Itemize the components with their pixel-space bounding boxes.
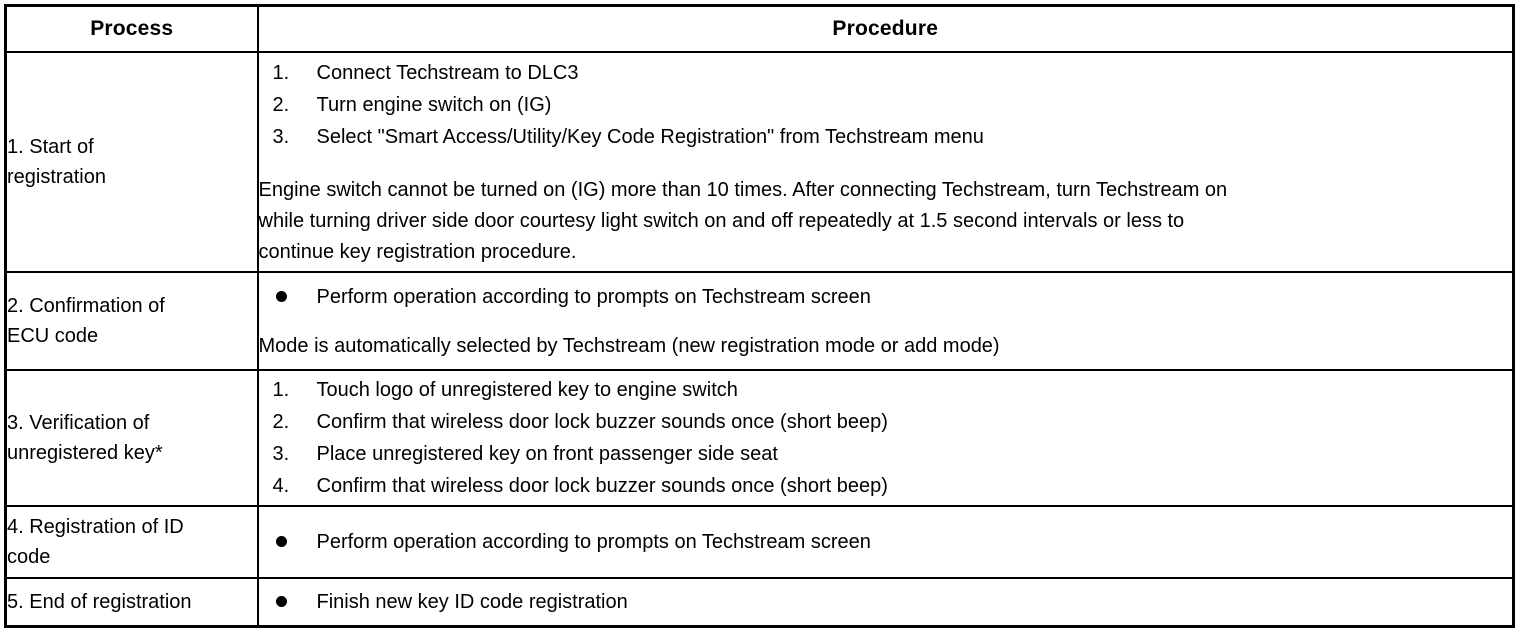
table-header: Process Procedure	[4, 4, 1515, 53]
bullet-dot-icon	[275, 596, 287, 607]
bullet-dot-icon	[275, 536, 287, 547]
step-text: Connect Techstream to DLC3	[316, 61, 579, 84]
bullet-list: Finish new key ID code registration	[259, 586, 1513, 618]
process-cell-start-of-registration: 1. Start of registration	[4, 51, 259, 273]
list-item: Finish new key ID code registration	[259, 586, 1513, 618]
table-row: 2. Confirmation of ECU code Perform oper…	[4, 271, 1515, 371]
step-number: 3.	[272, 443, 290, 465]
process-label-line1: 5. End of registration	[7, 591, 192, 613]
bullet-list: Perform operation according to prompts o…	[259, 526, 1513, 558]
column-header-procedure: Procedure	[256, 4, 1515, 53]
process-label-line2: unregistered key*	[7, 442, 163, 464]
list-item: 3. Select "Smart Access/Utility/Key Code…	[259, 121, 1513, 153]
process-label-line2: code	[7, 546, 51, 568]
step-number: 3.	[272, 125, 290, 148]
step-text: Confirm that wireless door lock buzzer s…	[316, 475, 888, 497]
list-item: 1. Touch logo of unregistered key to eng…	[259, 374, 1513, 406]
numbered-step-list: 1. Touch logo of unregistered key to eng…	[259, 374, 1513, 502]
list-item: Perform operation according to prompts o…	[259, 526, 1513, 558]
list-item: 3. Place unregistered key on front passe…	[259, 438, 1513, 470]
step-text: Turn engine switch on (IG)	[316, 93, 552, 116]
bullet-list: Perform operation according to prompts o…	[259, 281, 1513, 313]
table-body: 1. Start of registration 1. Connect Tech…	[4, 51, 1515, 628]
step-number: 2.	[272, 411, 290, 433]
list-item: 4. Confirm that wireless door lock buzze…	[259, 470, 1513, 502]
bullet-text: Perform operation according to prompts o…	[316, 531, 871, 553]
note-line: while turning driver side door courtesy …	[258, 209, 1185, 232]
list-item: 1. Connect Techstream to DLC3	[259, 57, 1513, 89]
procedure-note: Engine switch cannot be turned on (IG) m…	[259, 175, 1513, 268]
bullet-dot-icon	[275, 290, 287, 302]
list-item: 2. Turn engine switch on (IG)	[259, 89, 1513, 121]
list-item: Perform operation according to prompts o…	[259, 281, 1513, 313]
table-row: 5. End of registration Finish new key ID…	[4, 577, 1515, 628]
table-row: 3. Verification of unregistered key* 1. …	[4, 369, 1515, 507]
table-row: 4. Registration of ID code Perform opera…	[4, 505, 1515, 579]
procedure-cell-verification-of-unregistered-key: 1. Touch logo of unregistered key to eng…	[256, 369, 1515, 507]
process-label-line1: 4. Registration of ID	[7, 516, 184, 538]
process-cell-confirmation-of-ecu-code: 2. Confirmation of ECU code	[4, 271, 259, 371]
bullet-text: Perform operation according to prompts o…	[316, 285, 871, 308]
step-number: 1.	[272, 379, 290, 401]
note-line: Mode is automatically selected by Techst…	[258, 334, 1000, 357]
note-line: continue key registration procedure.	[258, 240, 577, 263]
procedure-cell-confirmation-of-ecu-code: Perform operation according to prompts o…	[256, 271, 1515, 371]
process-cell-verification-of-unregistered-key: 3. Verification of unregistered key*	[4, 369, 259, 507]
numbered-step-list: 1. Connect Techstream to DLC3 2. Turn en…	[259, 57, 1513, 153]
process-cell-end-of-registration: 5. End of registration	[4, 577, 259, 628]
procedure-cell-start-of-registration: 1. Connect Techstream to DLC3 2. Turn en…	[256, 51, 1515, 273]
bullet-text: Finish new key ID code registration	[316, 591, 628, 613]
process-label-line2: ECU code	[7, 325, 99, 347]
process-label-line1: 3. Verification of	[7, 412, 150, 434]
procedure-cell-end-of-registration: Finish new key ID code registration	[256, 577, 1515, 628]
list-item: 2. Confirm that wireless door lock buzze…	[259, 406, 1513, 438]
process-cell-registration-of-id-code: 4. Registration of ID code	[4, 505, 259, 579]
column-header-process: Process	[4, 4, 259, 53]
step-number: 1.	[272, 61, 290, 84]
note-line: Engine switch cannot be turned on (IG) m…	[258, 178, 1228, 201]
step-text: Place unregistered key on front passenge…	[316, 443, 778, 465]
step-text: Select "Smart Access/Utility/Key Code Re…	[316, 125, 984, 148]
step-text: Touch logo of unregistered key to engine…	[316, 379, 738, 401]
key-registration-procedure-table: Process Procedure 1. Start of registrati…	[4, 4, 1515, 628]
process-label-line1: 2. Confirmation of	[7, 295, 165, 317]
step-text: Confirm that wireless door lock buzzer s…	[316, 411, 888, 433]
table-header-row: Process Procedure	[4, 4, 1515, 53]
table-row: 1. Start of registration 1. Connect Tech…	[4, 51, 1515, 273]
step-number: 2.	[272, 93, 290, 116]
process-label-line1: 1. Start of	[7, 136, 94, 158]
step-number: 4.	[272, 475, 290, 497]
process-label-line2: registration	[7, 166, 106, 188]
procedure-cell-registration-of-id-code: Perform operation according to prompts o…	[256, 505, 1515, 579]
procedure-note: Mode is automatically selected by Techst…	[259, 331, 1513, 362]
